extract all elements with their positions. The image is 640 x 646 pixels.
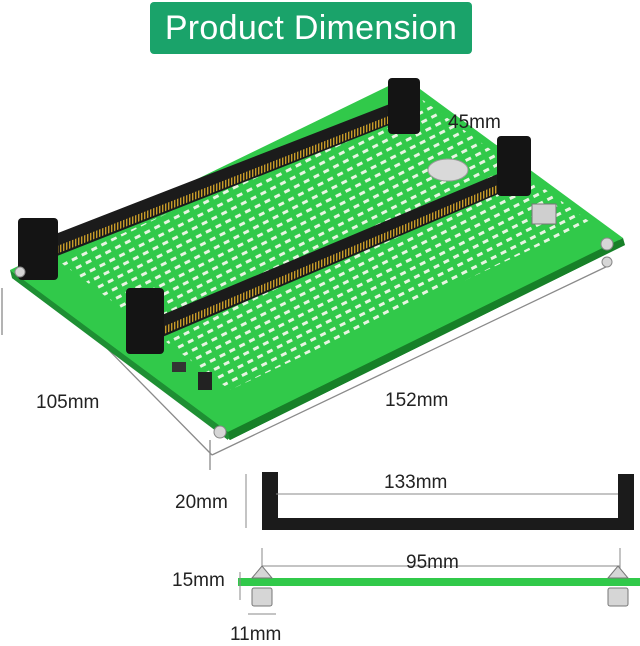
slot-height-label: 20mm bbox=[175, 492, 228, 513]
slot-side-view bbox=[245, 472, 634, 530]
board-length-label: 152mm bbox=[385, 390, 449, 411]
slot-1-left-latch bbox=[18, 218, 58, 280]
standoff-span-label: 95mm bbox=[406, 552, 459, 573]
memory-slot-2 bbox=[126, 136, 531, 354]
overall-height-label: 15mm bbox=[172, 570, 225, 591]
slot-2-left-latch bbox=[126, 288, 164, 354]
title-banner: Product Dimension bbox=[150, 2, 472, 54]
slot-2-right-latch bbox=[497, 136, 531, 196]
header-connector bbox=[531, 203, 557, 225]
slot-gap-label: 45mm bbox=[448, 112, 501, 133]
standoff-icons bbox=[14, 237, 614, 439]
coin-battery bbox=[427, 158, 469, 182]
slot-length-label: 133mm bbox=[384, 472, 448, 493]
board-depth-label: 105mm bbox=[36, 392, 100, 413]
page-title: Product Dimension bbox=[164, 8, 458, 47]
slot-1-right-latch bbox=[388, 78, 420, 134]
memory-slot-1 bbox=[18, 78, 420, 280]
switch bbox=[172, 362, 186, 372]
board-side-view bbox=[238, 548, 640, 615]
standoff-width-label: 11mm bbox=[230, 624, 282, 645]
push-button bbox=[198, 372, 212, 390]
